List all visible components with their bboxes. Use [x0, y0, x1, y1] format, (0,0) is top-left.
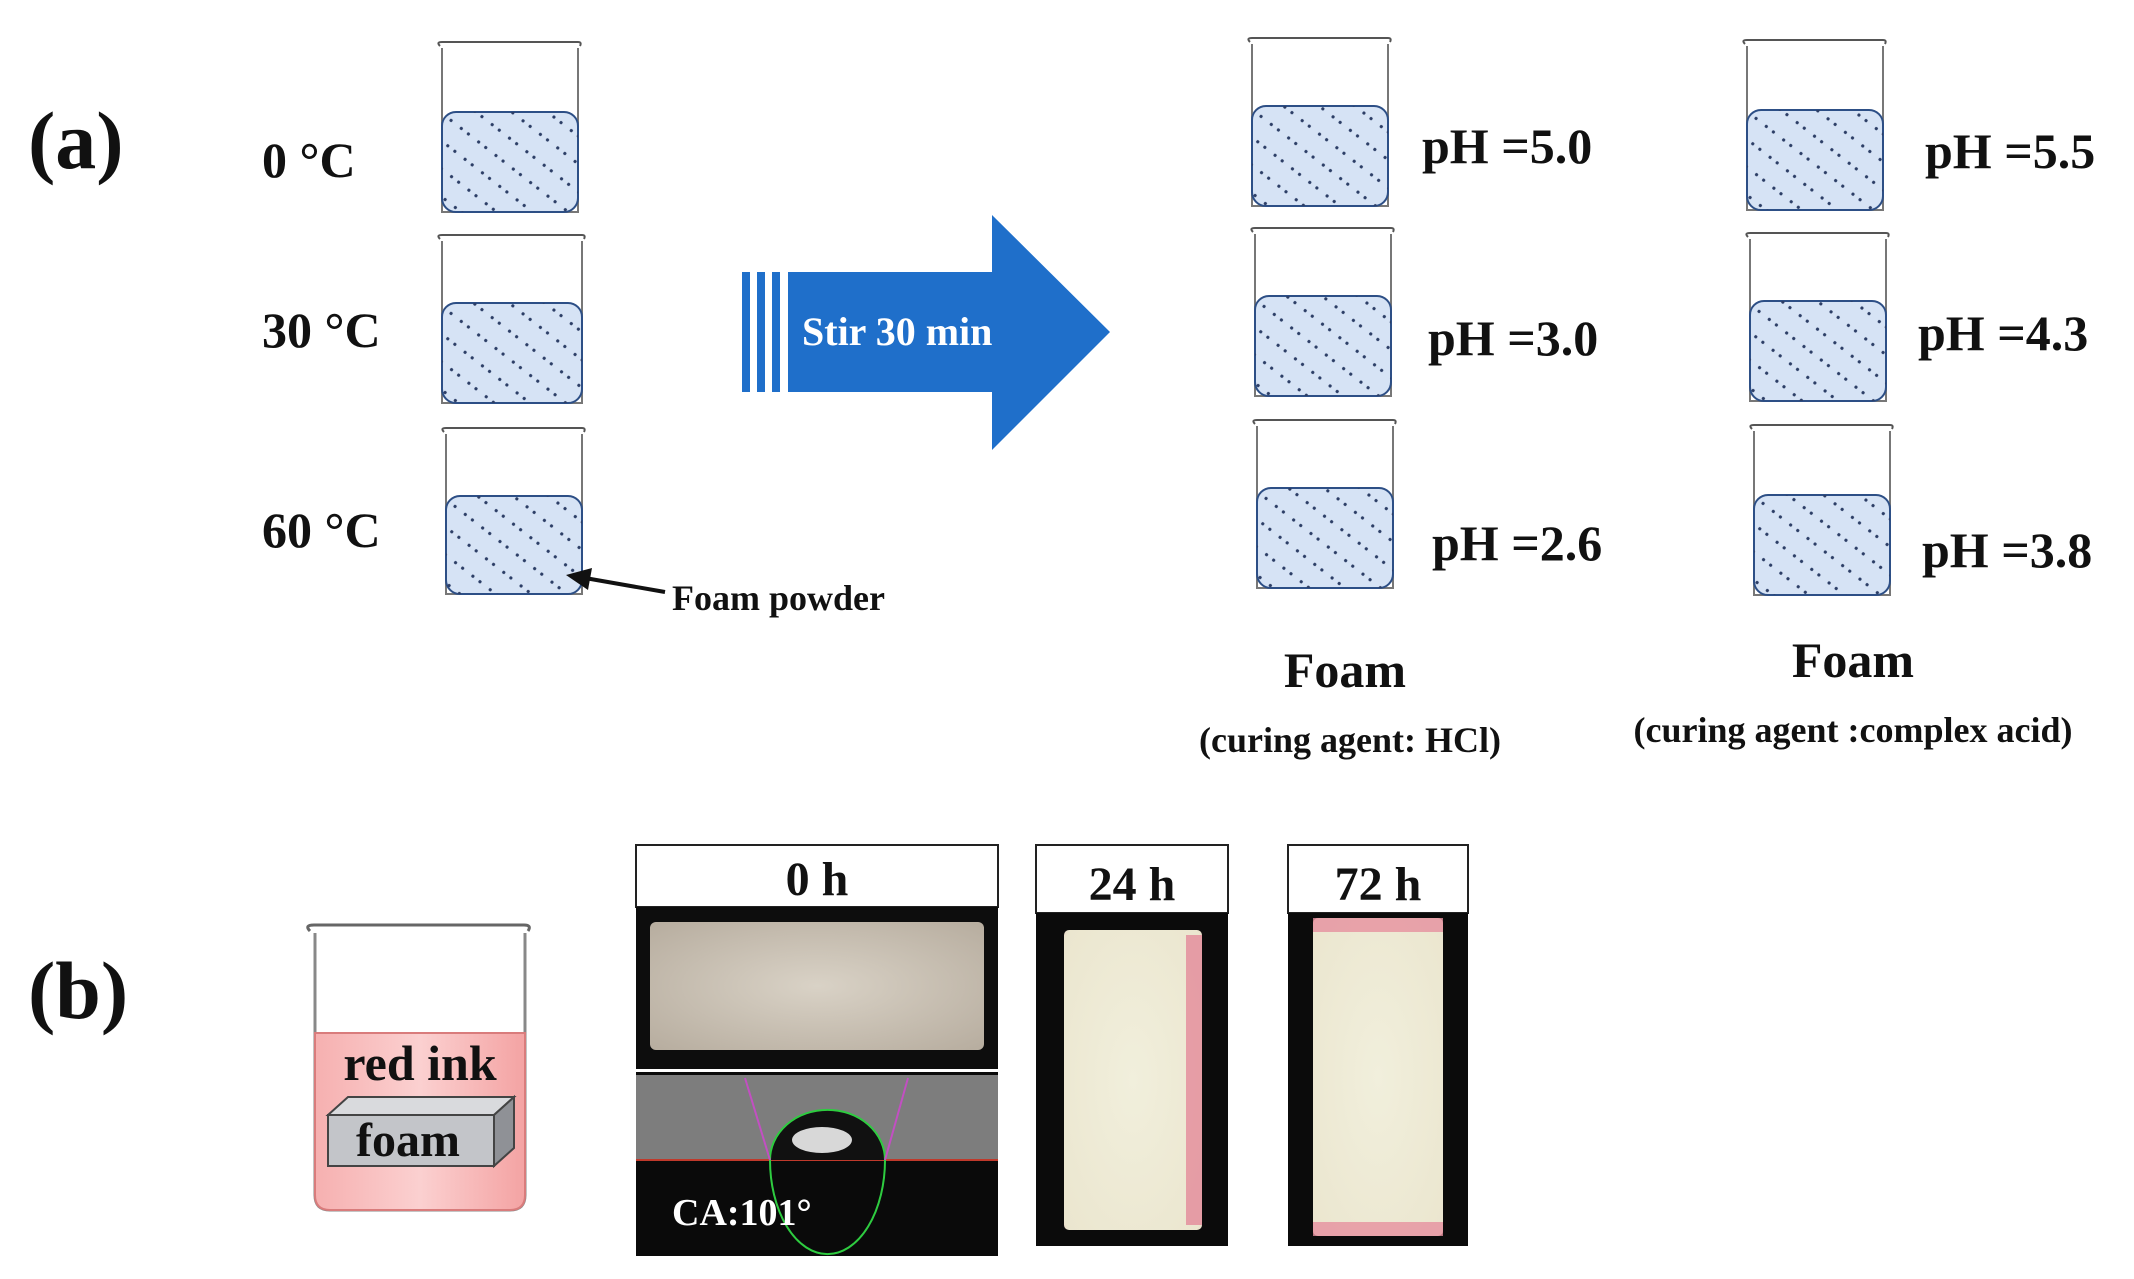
photo-24h-label: 24 h [1089, 858, 1176, 911]
panel-b-label: (b) [28, 945, 128, 1036]
beaker-hcl-3 [1252, 419, 1397, 589]
temp-label-30: 30 °C [262, 302, 381, 358]
complex-column-subtitle: (curing agent :complex acid) [1634, 710, 2073, 750]
red-ink-label: red ink [343, 1035, 496, 1091]
ph-complex-3: pH =3.8 [1922, 522, 2092, 578]
stir-arrow-label: Stir 30 min [802, 309, 992, 354]
photo-72h [1287, 844, 1469, 1246]
foam-block [325, 1094, 517, 1169]
beaker-complex-2 [1745, 232, 1890, 402]
beaker-hcl-2 [1250, 227, 1395, 397]
beaker-30c [437, 234, 586, 404]
panel-a-label: (a) [28, 95, 124, 186]
beaker-complex-1 [1742, 39, 1887, 211]
foam-powder-pointer [566, 568, 666, 594]
photo-0h-label: 0 h [786, 853, 849, 906]
stir-arrow [742, 215, 1110, 450]
ph-complex-1: pH =5.5 [1925, 123, 2095, 179]
beaker-complex-3 [1749, 424, 1894, 596]
temp-label-60: 60 °C [262, 502, 381, 558]
temp-label-0: 0 °C [262, 132, 356, 188]
hcl-column-title: Foam [1284, 642, 1406, 698]
ph-hcl-1: pH =5.0 [1422, 118, 1592, 174]
contact-angle-label: CA:101° [672, 1192, 812, 1234]
ph-hcl-3: pH =2.6 [1432, 515, 1602, 571]
beaker-60c [441, 427, 586, 595]
foam-block-label: foam [356, 1114, 460, 1167]
beaker-0c [437, 41, 582, 213]
photo-24h [1035, 844, 1229, 1246]
photo-0h [635, 844, 999, 1256]
hcl-column-subtitle: (curing agent: HCl) [1199, 720, 1501, 760]
ph-hcl-2: pH =3.0 [1428, 310, 1598, 366]
ph-complex-2: pH =4.3 [1918, 305, 2088, 361]
complex-column-title: Foam [1792, 632, 1914, 688]
photo-72h-label: 72 h [1335, 858, 1422, 911]
foam-powder-label: Foam powder [672, 578, 885, 618]
beaker-hcl-1 [1247, 37, 1392, 207]
